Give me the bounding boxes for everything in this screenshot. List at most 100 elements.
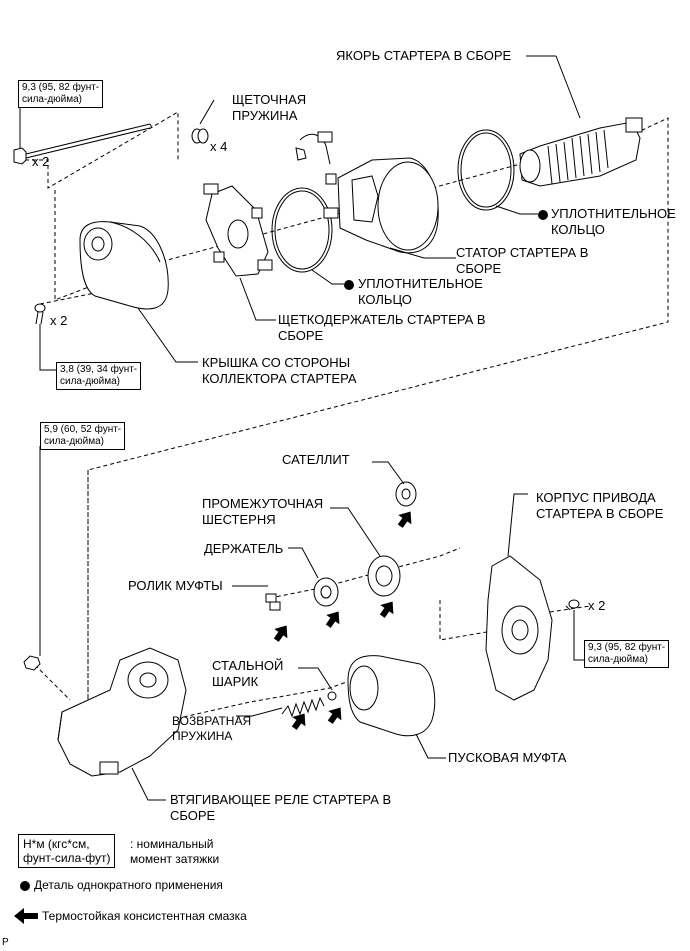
clutch-rollers <box>265 593 281 611</box>
label-brush-spring-2: ПРУЖИНА <box>232 108 298 123</box>
grease-arrow-spring <box>291 713 306 730</box>
page-marker: P <box>2 937 9 948</box>
leader-commutator-cover <box>137 307 198 363</box>
torque-2-line2: сила-дюйма) <box>60 376 120 387</box>
label-retainer: ДЕРЖАТЕЛЬ <box>204 541 284 556</box>
label-drive-housing-1: КОРПУС ПРИВОДА <box>536 490 656 505</box>
torque-4-line1: 9,3 (95, 82 фунт- <box>588 642 666 653</box>
label-return-spring-1: ВОЗВРАТНАЯ <box>172 714 252 728</box>
torque-3-line1: 5,9 (60, 52 фунт- <box>44 424 122 435</box>
leader-clutch <box>415 733 446 759</box>
legend-one-time-dot <box>20 881 30 891</box>
legend-one-time-text: Деталь однократного применения <box>34 878 223 892</box>
leader-oring-upper <box>495 205 538 215</box>
torque-box-1: 9,3 (95, 82 фунт- сила-дюйма) <box>18 80 104 108</box>
armature <box>519 117 643 187</box>
idler-gear <box>367 555 401 597</box>
label-brush-holder-2: СБОРЕ <box>278 328 324 343</box>
leader-idler-gear <box>330 507 381 557</box>
grease-arrow-ball <box>327 707 342 724</box>
o-ring-lower <box>271 187 333 273</box>
label-commutator-cover-2: КОЛЛЕКТОРА СТАРТЕРА <box>202 371 357 386</box>
starter-yoke <box>295 131 439 254</box>
label-steel-ball-2: ШАРИК <box>212 674 259 689</box>
leader-retainer <box>288 547 319 579</box>
label-bolt-qty-top: x 2 <box>32 154 50 169</box>
legend-torque-desc-2: момент затяжки <box>130 852 220 866</box>
torque-box-3: 5,9 (60, 52 фунт- сила-дюйма) <box>40 422 126 450</box>
legend-grease-text: Термостойкая консистентная смазка <box>42 909 247 923</box>
assembly-line-gears <box>269 547 461 599</box>
legend-grease-arrow <box>14 908 38 924</box>
label-starter-clutch: ПУСКОВАЯ МУФТА <box>448 750 567 765</box>
legend-torque-box: Н*м (кгс*см, фунт-сила-фут) <box>18 834 116 868</box>
starter-clutch <box>347 655 436 737</box>
legend-torque-line1: Н*м (кгс*см, <box>23 837 90 851</box>
leader-oring-lower <box>311 269 344 285</box>
brush-holder <box>203 183 273 277</box>
leader-t2 <box>39 324 56 371</box>
label-oring-upper-2: КОЛЬЦО <box>551 222 605 237</box>
long-bolt <box>13 123 153 165</box>
leader-return-spring <box>236 707 283 717</box>
one-time-use-dot-upper <box>538 210 548 220</box>
brush-spring <box>191 128 209 144</box>
label-return-spring-2: ПРУЖИНА <box>172 729 233 743</box>
label-armature: ЯКОРЬ СТАРТЕРА В СБОРЕ <box>336 48 512 63</box>
legend-torque-desc-1: : номинальный <box>130 837 214 851</box>
grease-arrow-planet <box>397 511 412 528</box>
leader-brush-holder <box>239 277 276 321</box>
magnet-switch-housing <box>57 647 187 777</box>
label-clutch-roller: РОЛИК МУФТЫ <box>128 578 223 593</box>
label-steel-ball-1: СТАЛЬНОЙ <box>212 658 284 673</box>
torque-2-line1: 3,8 (39, 34 фунт- <box>60 364 138 375</box>
small-screw <box>34 303 46 325</box>
torque-3-line2: сила-дюйма) <box>44 436 104 447</box>
label-planet-gear: САТЕЛЛИТ <box>282 452 350 467</box>
torque-box-2: 3,8 (39, 34 фунт- сила-дюйма) <box>56 362 142 390</box>
grease-arrow-idler <box>379 601 394 618</box>
label-idler-gear-2: ШЕСТЕРНЯ <box>202 512 276 527</box>
label-brush-holder-1: ЩЕТКОДЕРЖАТЕЛЬ СТАРТЕРА В <box>278 312 486 327</box>
legend-torque-line2: фунт-сила-фут) <box>23 851 111 865</box>
torque-1-line1: 9,3 (95, 82 фунт- <box>22 82 100 93</box>
leader-planet-gear <box>372 461 405 485</box>
label-oring-upper-1: УПЛОТНИТЕЛЬНОЕ <box>551 206 676 221</box>
leader-t4 <box>573 610 586 661</box>
label-oring-lower-2: КОЛЬЦО <box>358 292 412 307</box>
grease-arrows <box>14 511 412 924</box>
grease-arrow-retainer <box>325 611 340 628</box>
drive-housing <box>485 555 553 701</box>
assembly-line-top <box>18 111 179 189</box>
leader-drive-housing <box>507 493 528 557</box>
label-idler-gear-1: ПРОМЕЖУТОЧНАЯ <box>202 496 324 511</box>
right-bolt <box>565 599 580 611</box>
label-commutator-cover-1: КРЫШКА СО СТОРОНЫ <box>202 355 351 370</box>
torque-box-4: 9,3 (95, 82 фунт- сила-дюйма) <box>584 640 670 668</box>
nut <box>23 655 41 671</box>
one-time-use-dot-lower <box>344 280 354 290</box>
leader-steel-ball <box>298 667 333 691</box>
torque-1-line2: сила-дюйма) <box>22 94 82 105</box>
label-bolt-qty-right: x 2 <box>588 598 606 613</box>
steel-ball <box>327 691 337 701</box>
label-screw-qty: x 2 <box>50 313 68 328</box>
leader-magnet-switch <box>131 767 166 801</box>
label-stator-1: СТАТОР СТАРТЕРА В <box>456 245 589 260</box>
leader-stator <box>389 247 456 259</box>
grease-arrow-roller <box>273 625 288 642</box>
label-brush-spring-1: ЩЕТОЧНАЯ <box>232 92 307 107</box>
return-spring <box>281 696 325 718</box>
commutator-end-cover <box>79 221 169 310</box>
leader-brush-spring <box>199 99 215 125</box>
planetary-gear <box>395 481 417 507</box>
retainer <box>313 577 339 607</box>
label-magnet-switch-1: ВТЯГИВАЮЩЕЕ РЕЛЕ СТАРТЕРА В <box>170 792 392 807</box>
label-drive-housing-2: СТАРТЕРА В СБОРЕ <box>536 506 664 521</box>
label-stator-2: СБОРЕ <box>456 261 502 276</box>
assembly-line-screw <box>39 291 101 305</box>
o-ring-upper <box>457 129 515 211</box>
label-brush-spring-qty: x 4 <box>210 139 228 154</box>
label-oring-lower-1: УПЛОТНИТЕЛЬНОЕ <box>358 276 483 291</box>
